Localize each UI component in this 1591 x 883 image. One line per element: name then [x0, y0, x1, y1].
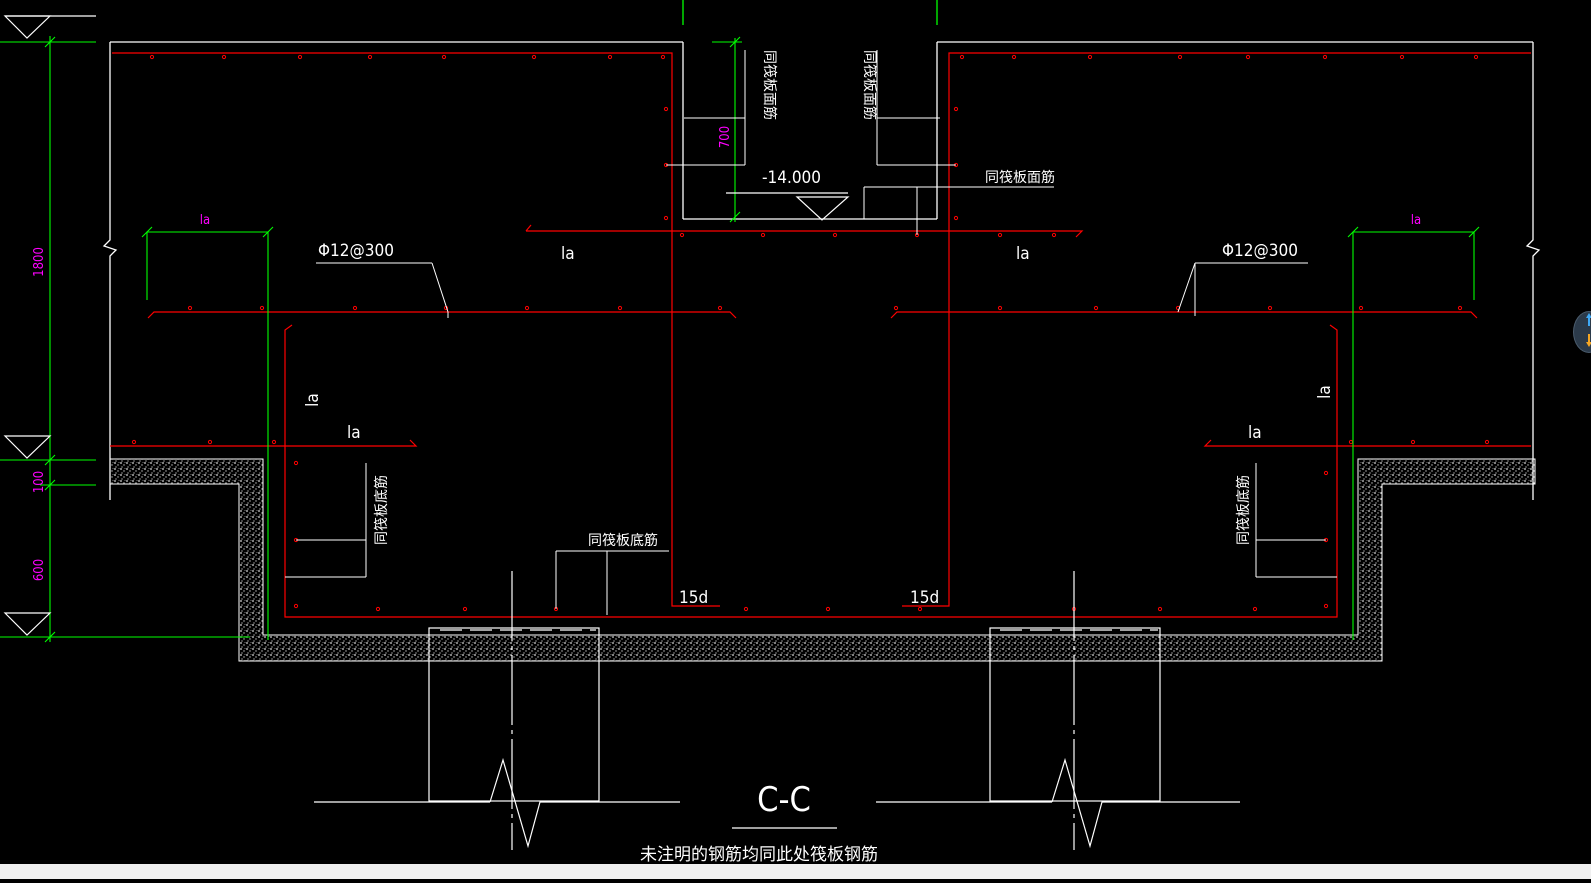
dimension-total-height: 1800 [32, 247, 47, 277]
leader-lines [285, 50, 1337, 615]
status-bar [0, 864, 1591, 879]
dimension-la-right: la [1411, 213, 1421, 228]
dimension-cushion: 100 [32, 471, 47, 493]
pile-foundations [314, 571, 1240, 850]
dimension-la-left: la [200, 213, 210, 228]
structure-outline [102, 0, 1541, 500]
rebar-lines [110, 52, 1531, 618]
bar-spec-left-label: Φ12@300 [318, 241, 394, 261]
anchorage-la-label: la [561, 244, 575, 264]
dimension-lines [0, 36, 1480, 643]
elevation-markers [3, 15, 850, 636]
navigation-wheel-icon[interactable] [1573, 311, 1591, 353]
rebar-dots [131, 54, 1490, 612]
anchorage-la-label: la [347, 423, 361, 443]
concrete-cushion [109, 458, 1536, 662]
section-title: C-C [757, 780, 811, 820]
anchorage-la-label: la [1016, 244, 1030, 264]
raft-bottom-bars-label: 同筏板底筋 [588, 532, 658, 549]
dimension-pit-depth: 600 [32, 559, 47, 581]
raft-top-bars-label: 同筏板面筋 [861, 50, 878, 120]
raft-bottom-bars-label: 同筏板底筋 [1235, 475, 1252, 545]
anchor-15d-left-label: 15d [679, 588, 708, 608]
raft-top-bars-label: 同筏板面筋 [761, 50, 778, 120]
anchor-15d-right-label: 15d [910, 588, 939, 608]
anchorage-la-label: la [303, 393, 323, 407]
raft-bottom-bars-label: 同筏板底筋 [373, 475, 390, 545]
elevation-label: -14.000 [762, 168, 821, 188]
raft-top-bars-label: 同筏板面筋 [985, 169, 1055, 186]
navigation-arrows-icon [1586, 313, 1591, 347]
anchorage-la-label: la [1315, 385, 1335, 399]
dimension-wall-top: 700 [718, 126, 733, 148]
bar-spec-right-label: Φ12@300 [1222, 241, 1298, 261]
drawing-note: 未注明的钢筋均同此处筏板钢筋 [640, 845, 878, 865]
anchorage-la-label: la [1248, 423, 1262, 443]
